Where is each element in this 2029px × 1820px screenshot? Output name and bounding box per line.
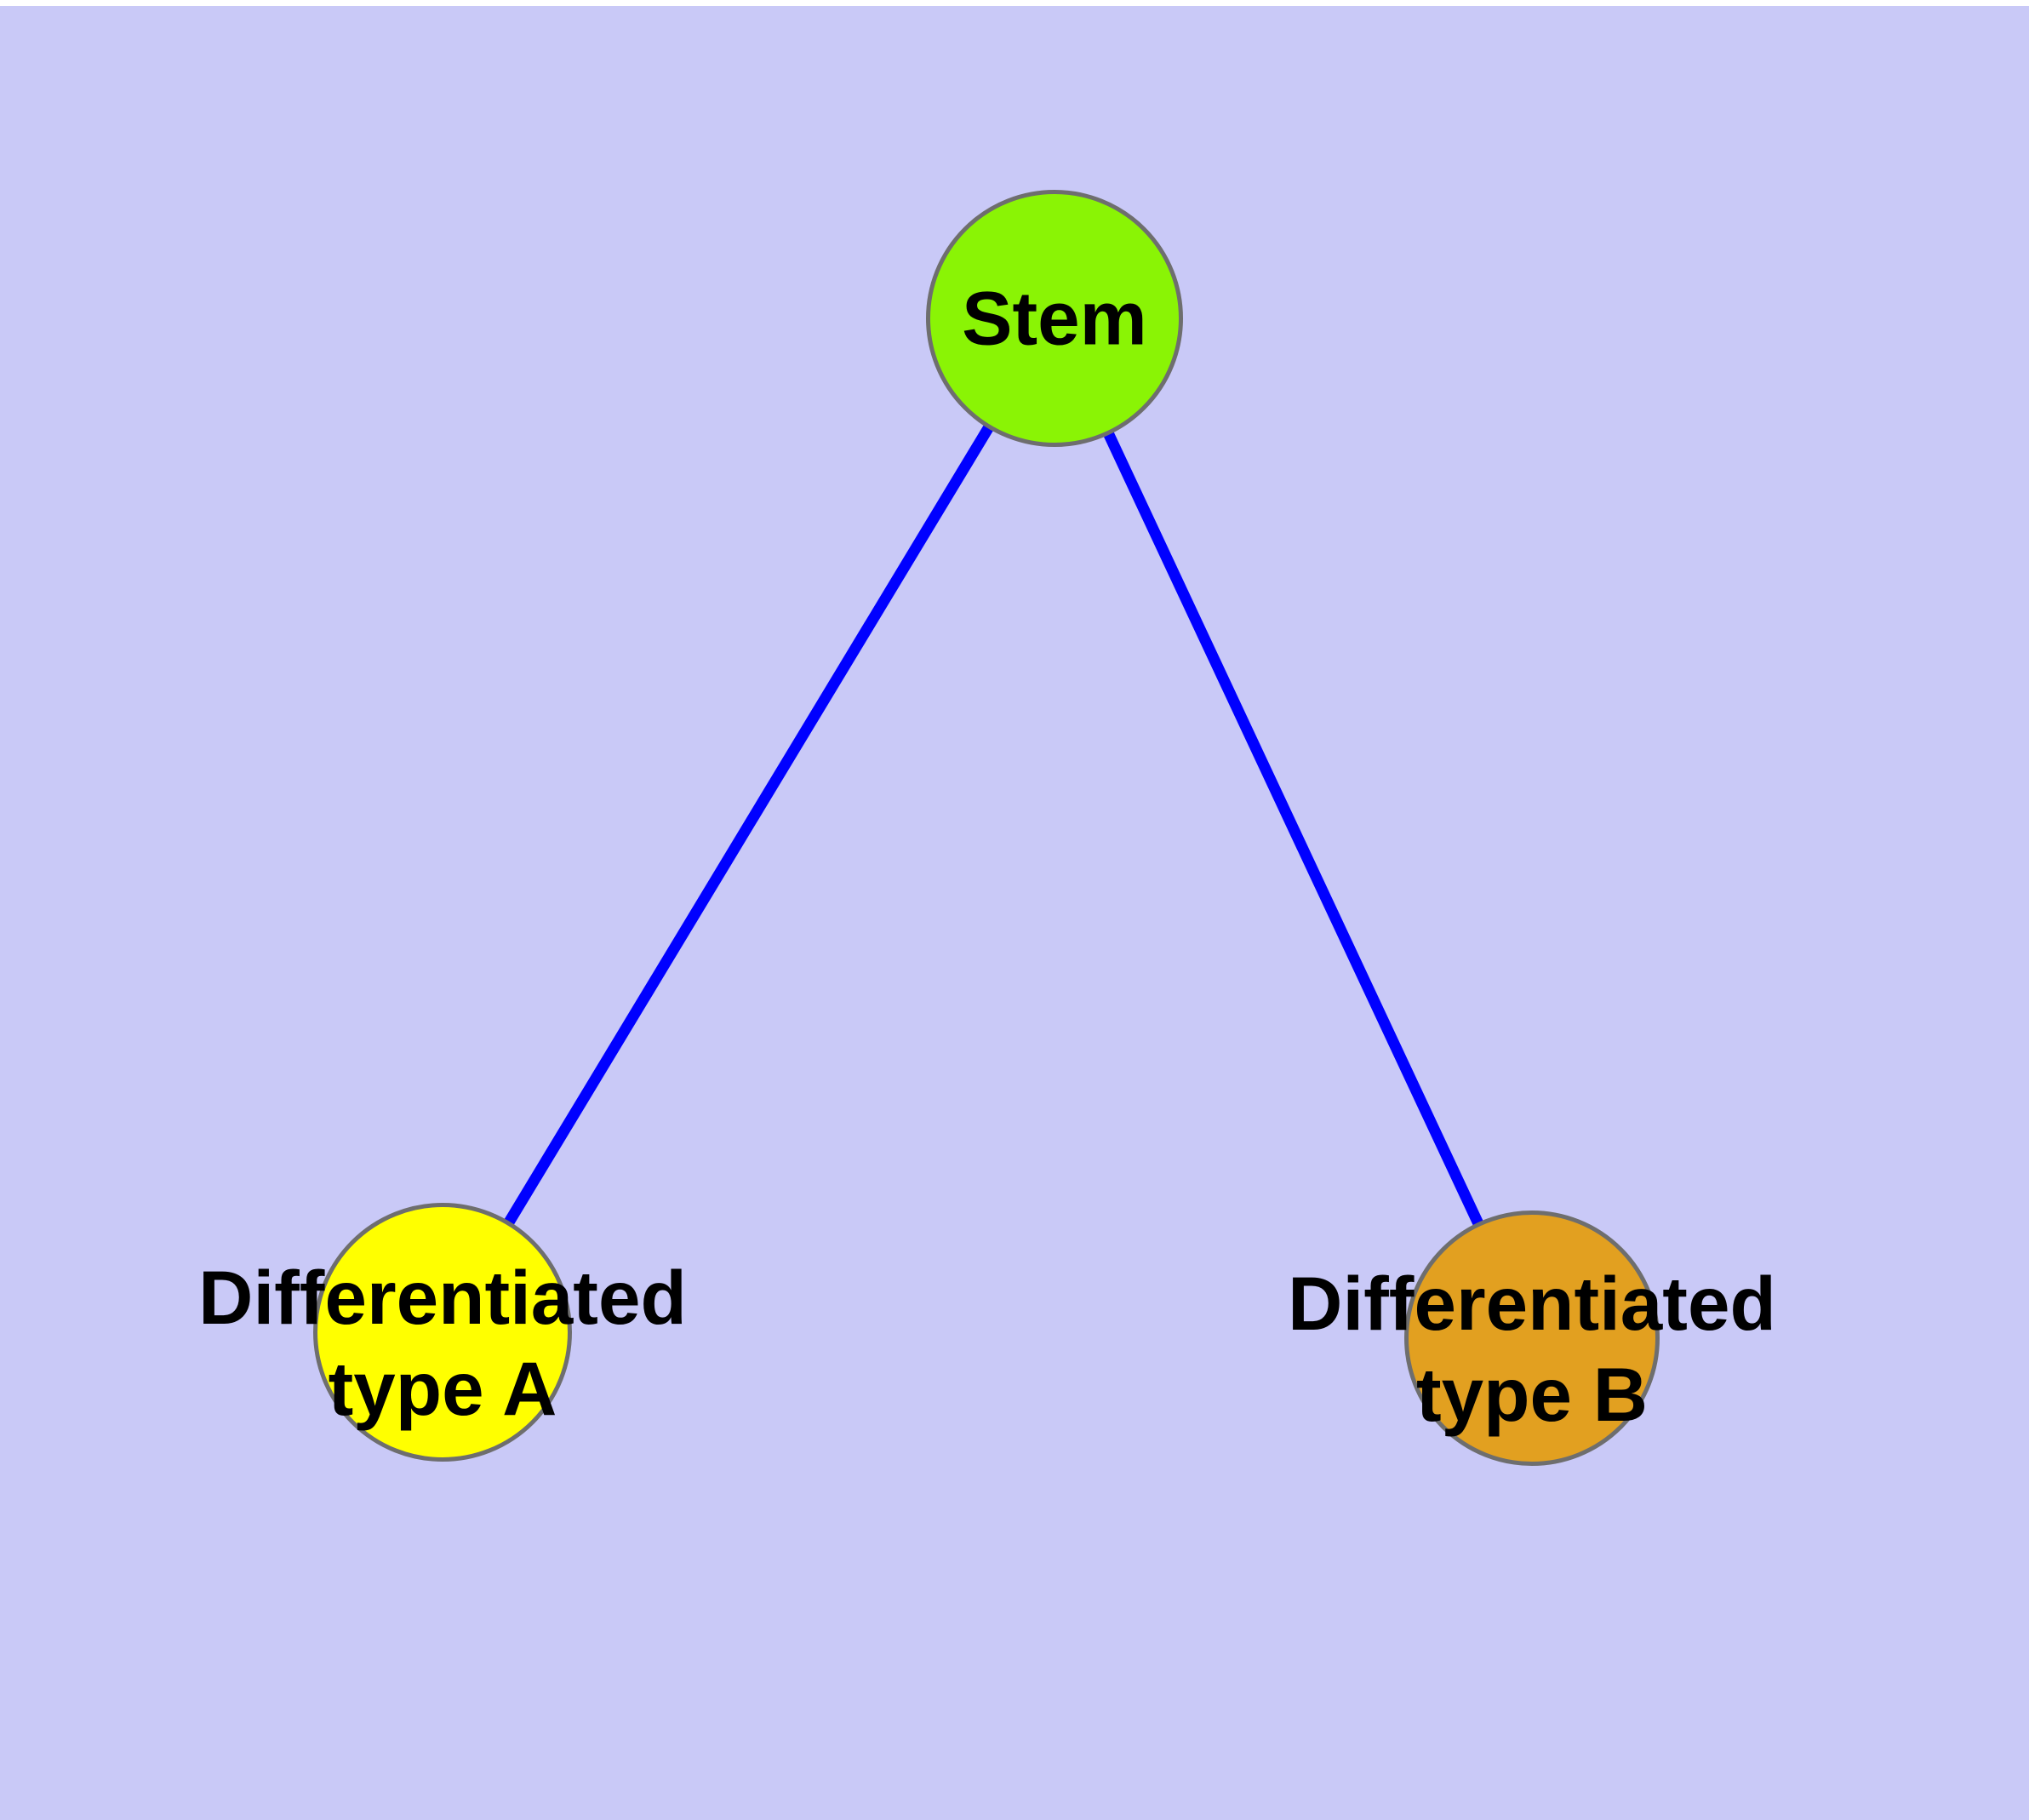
node-stem[interactable]: Stem (926, 190, 1183, 447)
edge-stem-to-type-a (437, 315, 1060, 1336)
node-differentiated-type-a[interactable]: Differentiated type A (198, 1203, 687, 1462)
graph-canvas: Stem Differentiated type A Differentiate… (0, 6, 2029, 1820)
node-differentiated-type-b[interactable]: Differentiated type B (1288, 1210, 1776, 1466)
edge-stem-to-type-b (1049, 316, 1537, 1341)
edge-layer (437, 315, 1537, 1341)
